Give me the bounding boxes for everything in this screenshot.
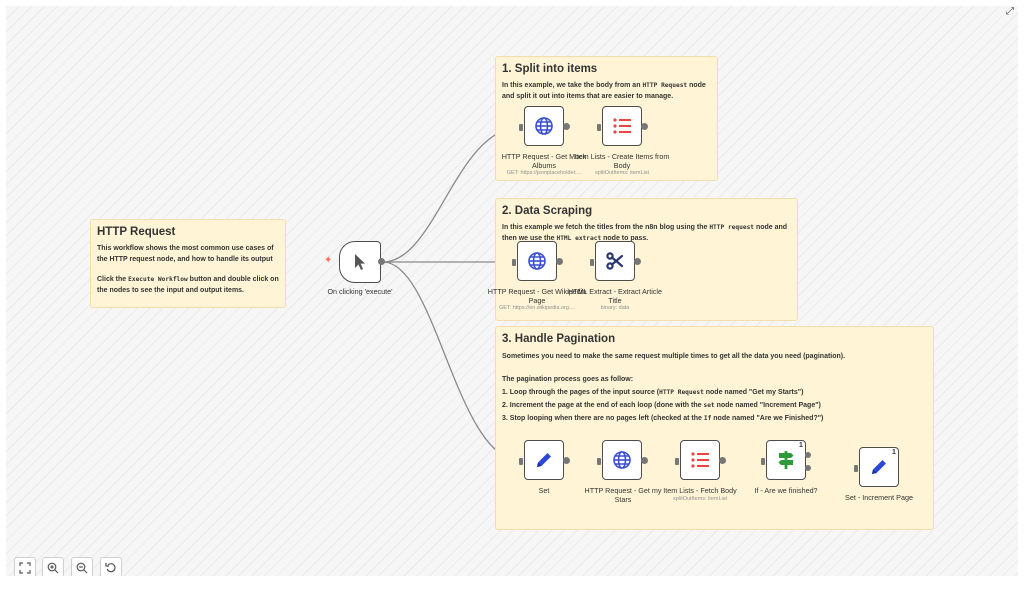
sticky-title: HTTP Request (97, 226, 176, 238)
node-http-request-mock-albums[interactable] (524, 106, 564, 146)
sticky-text: In this example, we take the body from a… (502, 82, 706, 100)
node-label: HTML Extract - Extract Article Title (568, 287, 662, 305)
fit-view-button[interactable] (14, 557, 36, 576)
node-set[interactable] (524, 440, 564, 480)
input-port[interactable] (761, 458, 765, 465)
run-count-badge: 1 (892, 449, 896, 456)
node-label: If - Are we finished? (754, 486, 818, 495)
node-manual-trigger[interactable] (339, 241, 381, 283)
pencil-icon (537, 453, 551, 467)
sticky-note-pagination[interactable]: 3. Handle Pagination Sometimes you need … (495, 326, 934, 530)
input-port[interactable] (519, 458, 523, 465)
sticky-title: 2. Data Scraping (502, 205, 593, 217)
sticky-text: This workflow shows the most common use … (97, 245, 274, 263)
pointer-icon (355, 254, 365, 270)
workflow-canvas[interactable]: false HTTP Request This workflow shows t… (6, 6, 1018, 576)
node-label: On clicking 'execute' (327, 287, 393, 296)
input-port[interactable] (675, 458, 679, 465)
output-port[interactable] (563, 457, 570, 464)
input-port[interactable] (590, 259, 594, 266)
node-label: Item Lists - Fetch Body (663, 486, 737, 495)
node-label: Set - Increment Page (845, 493, 913, 502)
sticky-title: 3. Handle Pagination (502, 333, 616, 345)
input-port[interactable] (597, 458, 601, 465)
node-html-extract[interactable] (595, 241, 635, 281)
node-set-increment-page[interactable] (859, 447, 899, 487)
node-subtitle: splitOutItems: itemList (594, 170, 650, 176)
zoom-in-button[interactable] (42, 557, 64, 576)
sticky-note-http-request[interactable]: HTTP Request This workflow shows the mos… (90, 219, 286, 308)
node-label: HTTP Request - Get Mock Albums (501, 152, 587, 170)
node-label: Set (538, 486, 550, 495)
node-label: HTTP Request - Get Wikipedia Page (487, 287, 587, 305)
input-port[interactable] (519, 124, 523, 131)
output-port[interactable] (556, 258, 563, 265)
sticky-text: 1. Loop through the pages of the input s… (502, 389, 804, 396)
globe-icon (613, 451, 631, 469)
zoom-out-icon (76, 562, 88, 574)
loop-indicator-icon: ◌ (713, 442, 717, 448)
output-port[interactable] (378, 258, 385, 265)
globe-icon (528, 252, 546, 270)
list-icon (691, 452, 709, 468)
list-icon (613, 118, 631, 134)
node-subtitle: binary: data (600, 305, 630, 311)
sticky-text: 2. Increment the page at the end of each… (502, 402, 821, 409)
node-subtitle: splitOutItems: itemList (672, 496, 728, 502)
node-http-request-get-stars[interactable] (602, 440, 642, 480)
sticky-title: 1. Split into items (502, 63, 598, 75)
run-count-badge: 1 (799, 442, 803, 449)
output-port[interactable] (719, 457, 726, 464)
output-port-false[interactable] (805, 465, 811, 471)
output-port[interactable] (641, 457, 648, 464)
zoom-out-button[interactable] (71, 557, 93, 576)
sticky-text: 3. Stop looping when there are no pages … (502, 415, 824, 422)
input-port[interactable] (854, 465, 858, 472)
sticky-text: Click the Execute Workflow button and do… (97, 276, 279, 294)
signpost-icon (778, 451, 794, 469)
node-label: HTTP Request - Get my Stars (584, 486, 662, 504)
sticky-note-data-scraping[interactable]: 2. Data Scraping In this example we fetc… (495, 198, 798, 321)
zoom-in-icon (47, 562, 59, 574)
input-port[interactable] (597, 124, 601, 131)
output-port[interactable] (641, 123, 648, 130)
reset-zoom-icon (105, 563, 116, 573)
node-label: Item Lists - Create Items from Body (574, 152, 670, 170)
input-port[interactable] (512, 259, 516, 266)
trigger-lightning-icon: ✦ (324, 255, 333, 266)
output-port-true[interactable] (805, 452, 811, 458)
node-item-lists-fetch-body[interactable] (680, 440, 720, 480)
sticky-text: In this example we fetch the titles from… (502, 224, 788, 242)
output-port[interactable] (563, 123, 570, 130)
node-http-request-wikipedia[interactable] (517, 241, 557, 281)
pencil-icon (872, 460, 886, 474)
reset-zoom-button[interactable] (100, 557, 122, 576)
node-if-finished[interactable] (766, 440, 806, 480)
sticky-text: The pagination process goes as follow: (502, 376, 634, 383)
sticky-text: Sometimes you need to make the same requ… (502, 353, 846, 360)
scissors-icon (606, 252, 624, 270)
output-port[interactable] (634, 258, 641, 265)
fit-view-icon (19, 562, 31, 574)
node-item-lists-create-items[interactable] (602, 106, 642, 146)
globe-icon (535, 117, 553, 135)
fullscreen-icon[interactable]: ⤢ (1006, 6, 1014, 17)
